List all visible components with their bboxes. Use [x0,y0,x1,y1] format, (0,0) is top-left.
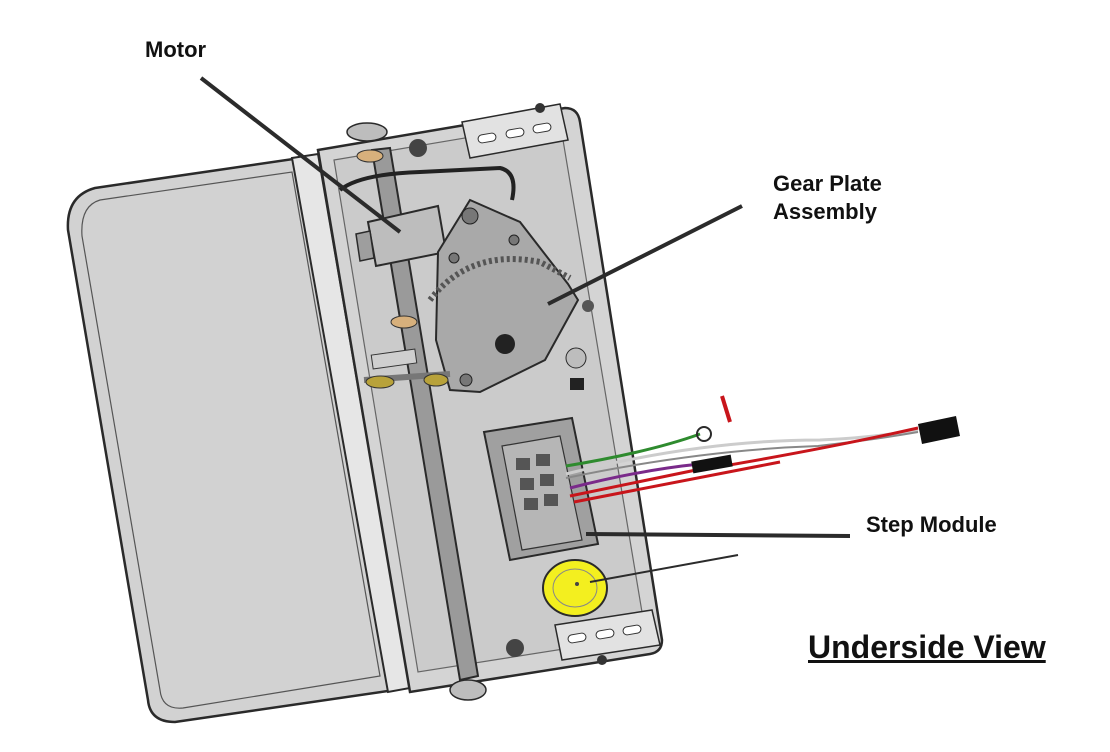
drive-shaft [346,122,487,701]
yellow-cap [542,559,608,617]
gear-plate-assembly [427,198,594,394]
step-module [482,416,600,562]
wire-harness [565,395,960,504]
leader-cap [589,554,739,583]
leader-step-module [585,532,851,538]
leader-lines [199,76,851,583]
linkage [363,348,451,389]
gear-plate-assembly-label: Gear Plate Assembly [773,170,882,226]
view-title: Underside View [808,629,1046,665]
motor-label: Motor [145,37,207,62]
leader-motor [199,76,402,234]
gear-plate-label-line1: Gear Plate [773,171,882,196]
leader-gear-plate [547,204,743,306]
gear-plate-label-line2: Assembly [773,199,877,224]
step-module-label: Step Module [866,512,997,537]
